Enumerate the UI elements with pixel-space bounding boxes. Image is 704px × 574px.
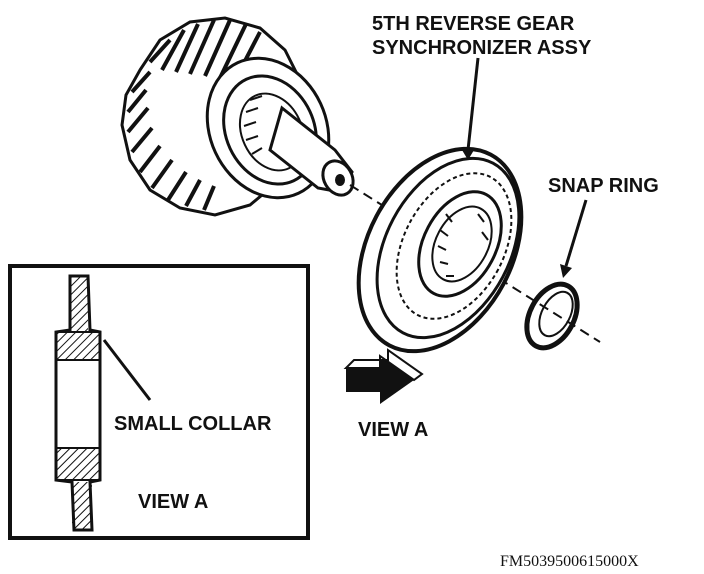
synchronizer-assembly: [356, 146, 524, 354]
small-collar-leader: [102, 339, 152, 401]
snap-ring-label: SNAP RING: [548, 175, 659, 197]
synchronizer-leader: [466, 57, 480, 151]
view-a-arrow-icon: [343, 348, 424, 404]
gear-teeth: [126, 19, 262, 211]
synchronizer-label-line1: 5TH REVERSE GEAR: [372, 13, 575, 35]
synchronizer-splines: [437, 213, 489, 277]
view-a-inset-label: VIEW A: [138, 491, 208, 513]
collar-lower-section: [55, 447, 101, 481]
snap-ring-leader-arrowhead: [560, 264, 572, 278]
snap-ring: [524, 281, 580, 351]
small-collar-label: SMALL COLLAR: [114, 413, 272, 435]
synchronizer-leader-arrowhead: [462, 150, 474, 160]
snap-ring-leader: [564, 199, 588, 267]
view-a-arrow-label: VIEW A: [358, 419, 428, 441]
bearing-rollers: [243, 95, 263, 155]
helical-gear: [120, 16, 355, 217]
small-collar-section: [55, 331, 101, 361]
figure-code: FM5039500615000X: [500, 553, 639, 570]
synchronizer-label-line2: SYNCHRONIZER ASSY: [372, 37, 592, 59]
view-a-inset: [8, 264, 310, 540]
